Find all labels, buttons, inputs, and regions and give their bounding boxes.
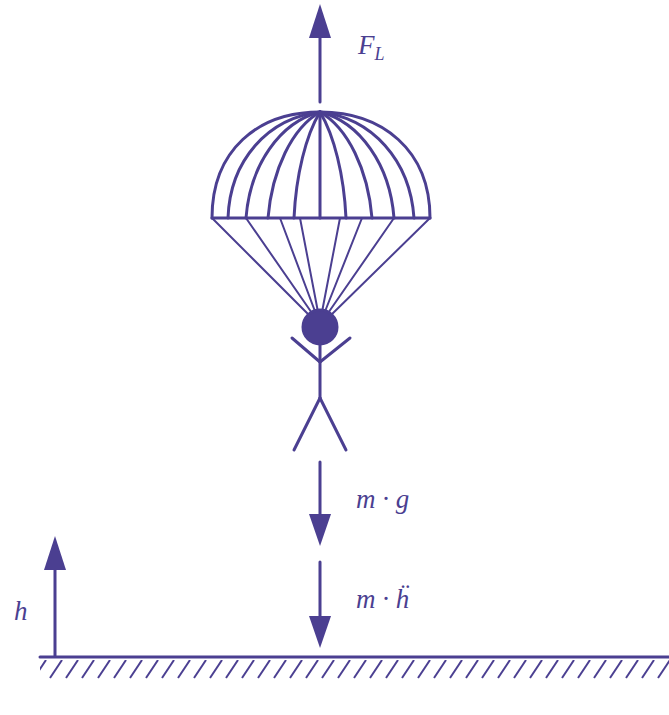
- arrowhead: [309, 514, 331, 546]
- arrowhead: [309, 4, 331, 38]
- ground-line: [40, 656, 669, 659]
- lift-arrow: [319, 30, 322, 102]
- arrowhead: [44, 536, 66, 570]
- height-arrow: [54, 565, 57, 656]
- ground-hatching: [40, 659, 669, 679]
- force-label: m · g: [356, 486, 409, 513]
- force-label: m · ḧ: [356, 586, 409, 613]
- stick-figure: [292, 310, 350, 450]
- inertia-arrow: [319, 562, 322, 622]
- height-label: h: [14, 598, 28, 625]
- suspension-lines: [212, 218, 430, 318]
- parachute-canopy: [212, 112, 430, 218]
- weight-arrow: [319, 462, 322, 520]
- force-label: FL: [358, 32, 385, 63]
- arrowhead: [309, 616, 331, 648]
